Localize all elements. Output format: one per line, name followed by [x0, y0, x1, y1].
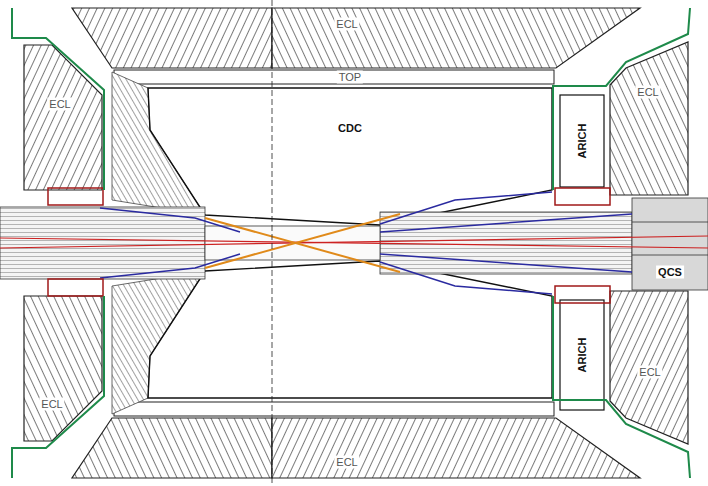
- part-label: ARICH: [576, 122, 589, 161]
- part-label: ECL: [334, 18, 359, 31]
- beam-trajectory: [0, 236, 708, 248]
- part-label: ECL: [334, 456, 359, 469]
- part-label: ECL: [47, 98, 72, 111]
- part-label: QCS: [656, 266, 684, 279]
- acceptance-cone: [205, 214, 400, 272]
- part-label: ECL: [635, 86, 660, 99]
- axis-line: [272, 0, 273, 486]
- green-boundary: [12, 8, 690, 478]
- red-marker-box: [48, 188, 610, 303]
- part-label: ECL: [637, 366, 662, 379]
- part-label: ECL: [39, 398, 64, 411]
- acceptance-line: [100, 192, 632, 294]
- part-label: CDC: [336, 122, 364, 135]
- beamline: [0, 198, 708, 290]
- part-label: TOP: [337, 71, 363, 84]
- part-label: ARICH: [576, 336, 589, 375]
